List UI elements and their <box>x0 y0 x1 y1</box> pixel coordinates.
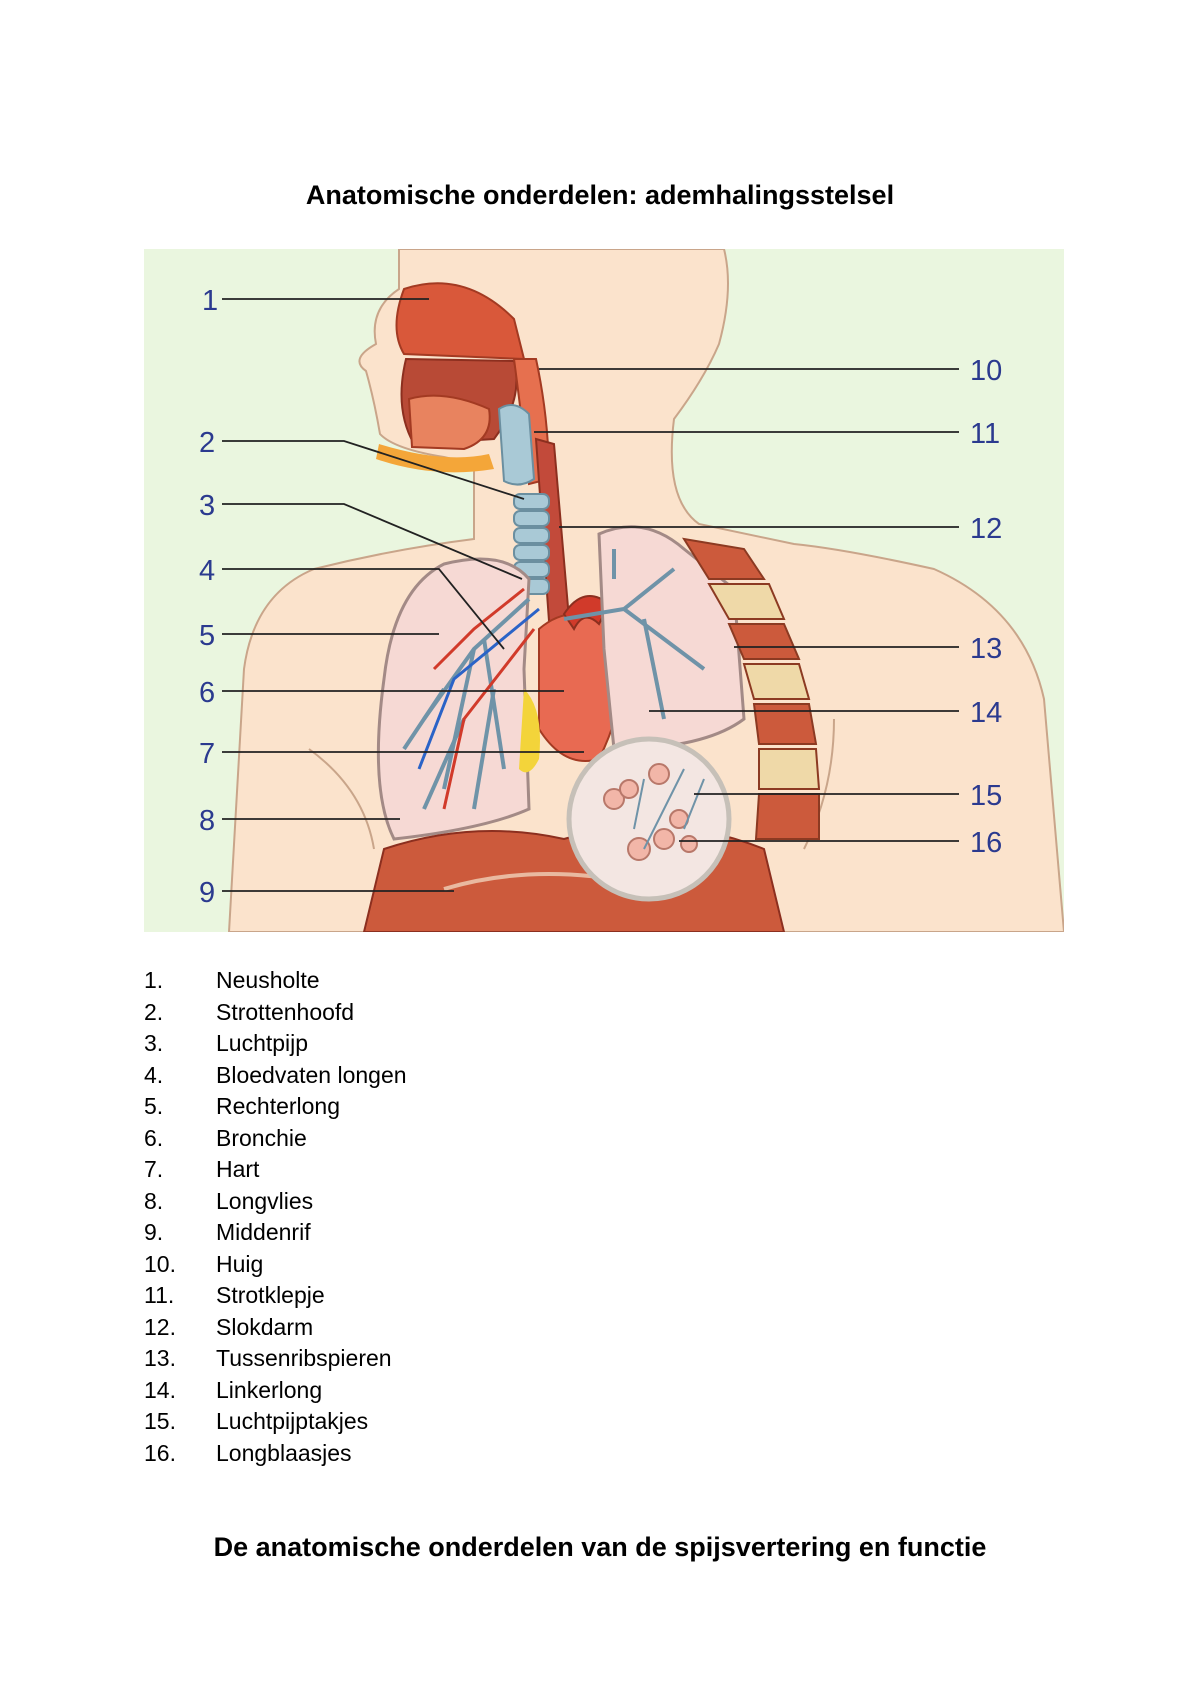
item-number: 12. <box>144 1313 176 1340</box>
right-lung <box>376 557 531 841</box>
right-arm-line <box>308 748 375 850</box>
section-title: De anatomische onderdelen van de spijsve… <box>213 1532 987 1562</box>
right-bronchial-tree <box>402 597 531 810</box>
item-number: 1. <box>144 967 164 993</box>
item-label: Strottenhoofd <box>216 998 355 1025</box>
item-label: Linkerlong <box>216 1376 323 1403</box>
list-item: 11. Strotklepje <box>144 1280 407 1312</box>
label-3: 3 <box>199 490 215 522</box>
list-item: 15. Luchtpijptakjes <box>144 1406 407 1438</box>
alveoli <box>603 763 698 861</box>
item-number: 15. <box>144 1408 176 1434</box>
label-5: 5 <box>199 620 215 652</box>
label-16: 16 <box>970 827 1002 859</box>
item-label: Neusholte <box>216 967 320 993</box>
alveoli-bronchioles <box>633 768 705 850</box>
item-number: 7. <box>144 1156 164 1182</box>
label-9: 9 <box>199 877 215 909</box>
list-item: 16. Longblaasjes <box>144 1438 407 1470</box>
label-7: 7 <box>199 738 215 770</box>
aorta <box>562 595 611 631</box>
list-item: 13. Tussenribspieren <box>144 1343 407 1375</box>
list-item: 14. Linkerlong <box>144 1375 407 1407</box>
label-12: 12 <box>970 513 1002 545</box>
item-number: 9. <box>144 1219 164 1245</box>
right-lung-blood-vessels <box>417 587 540 810</box>
legend-list: 1.Neusholte 2.Strottenhoofd 3.Luchtpijp … <box>144 965 407 1469</box>
item-label: Longvlies <box>216 1187 314 1214</box>
page-title: Anatomische onderdelen: ademhalingsstels… <box>305 180 895 210</box>
label-14: 14 <box>970 697 1002 729</box>
item-label: Longblaasjes <box>216 1439 352 1466</box>
respiratory-system-diagram: 1 2 3 4 5 6 7 8 9 10 11 12 13 14 15 16 <box>144 249 1064 932</box>
item-number: 13. <box>144 1345 176 1371</box>
list-item: 6. Bronchie <box>144 1123 407 1155</box>
item-label: Middenrif <box>216 1219 311 1245</box>
label-10: 10 <box>970 355 1002 387</box>
item-label: Bronchie <box>216 1124 307 1151</box>
nasal-cavity <box>395 282 526 361</box>
item-label: Tussenribspieren <box>216 1345 392 1371</box>
item-number: 14. <box>144 1376 176 1403</box>
left-bronchial-tree <box>563 549 706 720</box>
item-label: Luchtpijp <box>216 1030 309 1056</box>
list-item: 10. Huig <box>144 1249 407 1281</box>
label-13: 13 <box>970 633 1002 665</box>
item-number: 3. <box>144 1030 164 1056</box>
label-1: 1 <box>202 285 218 317</box>
item-label: Strotklepje <box>216 1282 325 1308</box>
label-2: 2 <box>199 427 215 459</box>
item-label: Bloedvaten longen <box>216 1061 407 1088</box>
item-number: 6. <box>144 1124 164 1151</box>
tongue <box>407 394 491 451</box>
item-label: Luchtpijptakjes <box>216 1408 369 1434</box>
label-8: 8 <box>199 805 215 837</box>
label-11: 11 <box>970 418 1000 450</box>
label-4: 4 <box>199 555 215 587</box>
item-number: 11. <box>144 1282 175 1308</box>
item-number: 10. <box>144 1250 176 1277</box>
list-item: 4. Bloedvaten longen <box>144 1060 407 1092</box>
list-item: 12. Slokdarm <box>144 1312 407 1344</box>
list-item: 5. Rechterlong <box>144 1091 407 1123</box>
larynx <box>497 404 536 486</box>
item-number: 2. <box>144 998 164 1025</box>
alveoli-magnifier <box>566 736 732 902</box>
list-item: 1. Neusholte <box>144 965 407 997</box>
list-item: 9. Middenrif <box>144 1217 407 1249</box>
item-number: 5. <box>144 1093 164 1119</box>
item-label: Huig <box>216 1250 264 1277</box>
item-label: Rechterlong <box>216 1093 341 1119</box>
item-label: Hart <box>216 1156 260 1182</box>
item-label: Slokdarm <box>216 1313 314 1340</box>
list-item: 8. Longvlies <box>144 1186 407 1218</box>
leader-lines <box>222 298 959 892</box>
list-item: 7. Hart <box>144 1154 407 1186</box>
item-number: 16. <box>144 1439 176 1466</box>
label-6: 6 <box>199 677 215 709</box>
list-item: 3. Luchtpijp <box>144 1028 407 1060</box>
palate-fat <box>376 444 494 473</box>
item-number: 8. <box>144 1187 164 1214</box>
label-15: 15 <box>970 780 1002 812</box>
list-item: 2. Strottenhoofd <box>144 997 407 1029</box>
item-number: 4. <box>144 1061 164 1088</box>
intercostal-muscles <box>681 537 821 840</box>
